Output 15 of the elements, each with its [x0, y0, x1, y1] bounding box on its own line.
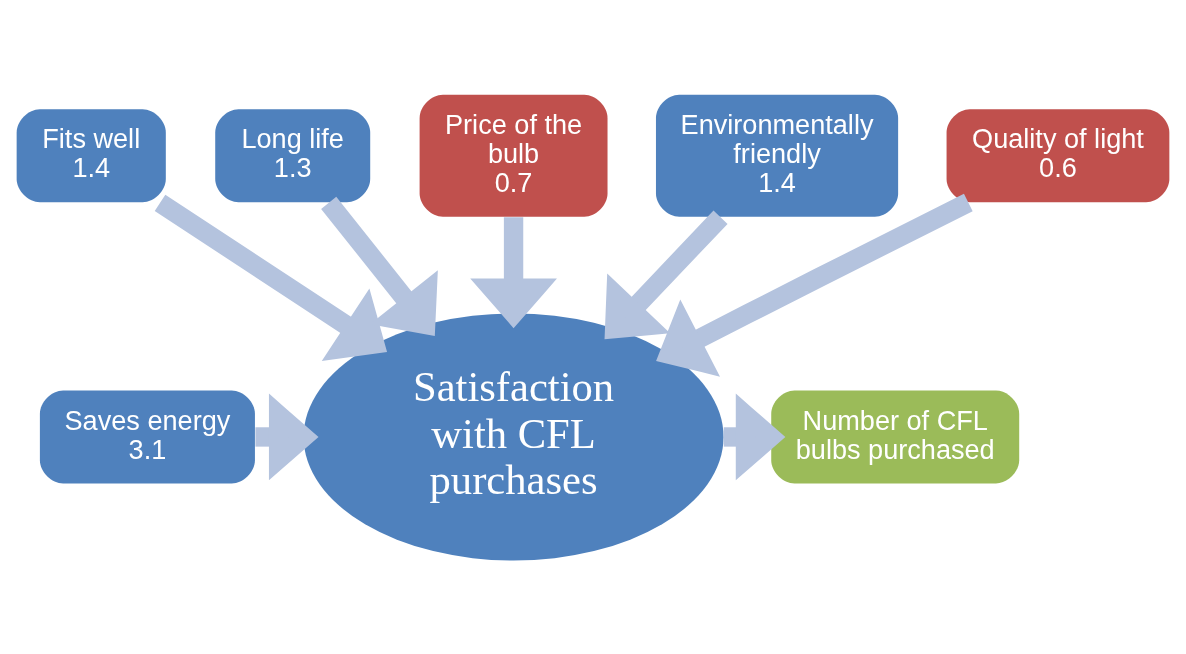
arrow: [154, 194, 388, 361]
arrow: [604, 210, 728, 339]
node-box: Long life 1.3: [215, 108, 371, 202]
node-box: Environmentally friendly 1.4: [655, 94, 899, 217]
arrow: [470, 216, 557, 328]
arrow: [321, 196, 438, 336]
node-box: Saves energy 3.1: [39, 389, 255, 483]
node-box: Quality of light 0.6: [946, 108, 1170, 202]
arrow: [656, 193, 973, 377]
arrow: [723, 393, 786, 480]
node-box: Number of CFL bulbs purchased: [771, 389, 1020, 483]
node-box: Fits well 1.4: [16, 108, 166, 202]
arrow: [255, 393, 319, 480]
node-ellipse: Satisfaction with CFL purchases: [303, 312, 724, 560]
node-box: Price of the bulb 0.7: [419, 94, 608, 217]
